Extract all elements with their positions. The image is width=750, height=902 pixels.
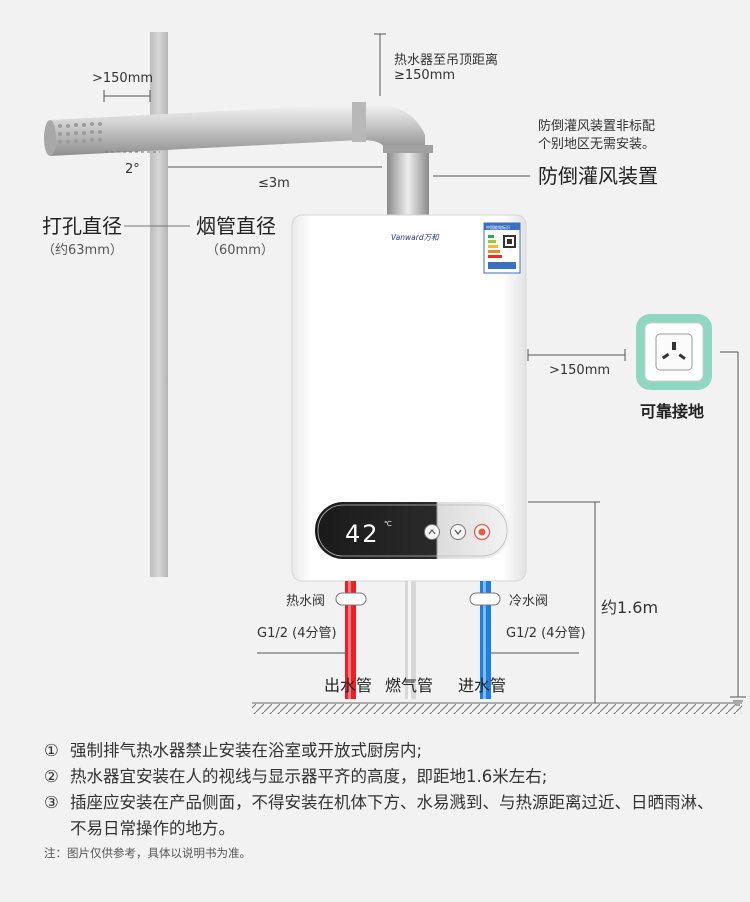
flue-gap-label: >150mm xyxy=(92,71,153,86)
flue-diameter-value: （60mm） xyxy=(206,243,274,258)
hot-valve xyxy=(335,592,367,606)
slope-angle-label: 2° xyxy=(125,162,140,177)
gas-pipe-label: 燃气管 xyxy=(385,676,433,695)
flue-gap-dimension xyxy=(103,90,151,102)
hot-valve-label: 热水阀 xyxy=(286,594,325,609)
backdraft-note-1: 防倒灌风装置非标配 xyxy=(538,118,655,134)
note-text: 热水器宜安装在人的视线与显示器平齐的高度，即距地1.6米左右; xyxy=(70,767,548,786)
grounded-socket-label: 可靠接地 xyxy=(640,402,704,421)
floor xyxy=(252,702,742,714)
note-number: ② xyxy=(44,767,59,786)
display-unit: ℃ xyxy=(384,520,392,528)
note-item: ① 强制排气热水器禁止安装在浴室或开放式厨房内; xyxy=(44,738,724,764)
installation-notes: ① 强制排气热水器禁止安装在浴室或开放式厨房内; ② 热水器宜安装在人的视线与显… xyxy=(44,738,724,842)
temp-up-button[interactable] xyxy=(424,524,440,540)
ceiling-gap-dimension xyxy=(374,33,386,96)
backdraft-note-2: 个别地区无需安装。 xyxy=(538,137,655,152)
note-text: 插座应安装在产品侧面，不得安装在机体下方、水易溅到、与热源距离过近、日晒雨淋、不… xyxy=(70,793,714,838)
cold-valve xyxy=(469,592,501,606)
backdraft-device-label: 防倒灌风装置 xyxy=(538,164,658,188)
hole-diameter-label: 打孔直径 xyxy=(42,214,122,238)
hot-thread-label: G1/2 (4分管) xyxy=(257,626,337,641)
outlet-pipe-label: 出水管 xyxy=(324,676,372,695)
ceiling-gap-value: ≥150mm xyxy=(394,68,455,83)
note-number: ③ xyxy=(44,793,59,812)
flue-length-label: ≤3m xyxy=(258,176,290,191)
note-item: ③ 插座应安装在产品侧面，不得安装在机体下方、水易溅到、与热源距离过近、日晒雨淋… xyxy=(44,790,724,842)
inlet-pipe-label: 进水管 xyxy=(458,676,506,695)
footnote: 注：图片仅供参考，具体以说明书为准。 xyxy=(44,846,251,860)
note-item: ② 热水器宜安装在人的视线与显示器平齐的高度，即距地1.6米左右; xyxy=(44,764,724,790)
temp-down-button[interactable] xyxy=(450,524,466,540)
energy-label-title: 中国能效标识 xyxy=(486,224,510,230)
hole-diameter-value: （约63mm） xyxy=(42,243,123,258)
display-temperature: 42 xyxy=(345,520,380,548)
flue-diameter-label: 烟管直径 xyxy=(196,214,276,238)
cold-thread-label: G1/2 (4分管) xyxy=(506,626,586,641)
flue-pipe xyxy=(44,102,433,223)
ceiling-gap-title: 热水器至吊顶距离 xyxy=(394,52,498,68)
brand-logo: Vanward万和 xyxy=(391,233,440,242)
grounded-socket xyxy=(636,314,712,390)
height-label: 约1.6m xyxy=(601,598,658,617)
note-text: 强制排气热水器禁止安装在浴室或开放式厨房内; xyxy=(70,741,423,760)
note-number: ① xyxy=(44,741,59,760)
energy-label: 中国能效标识 xyxy=(483,222,521,274)
socket-gap-label: >150mm xyxy=(549,363,610,378)
cold-valve-label: 冷水阀 xyxy=(509,594,548,609)
water-heater: Vanward万和 中国能效标识 42 ℃ xyxy=(291,214,527,582)
wall xyxy=(150,32,168,577)
